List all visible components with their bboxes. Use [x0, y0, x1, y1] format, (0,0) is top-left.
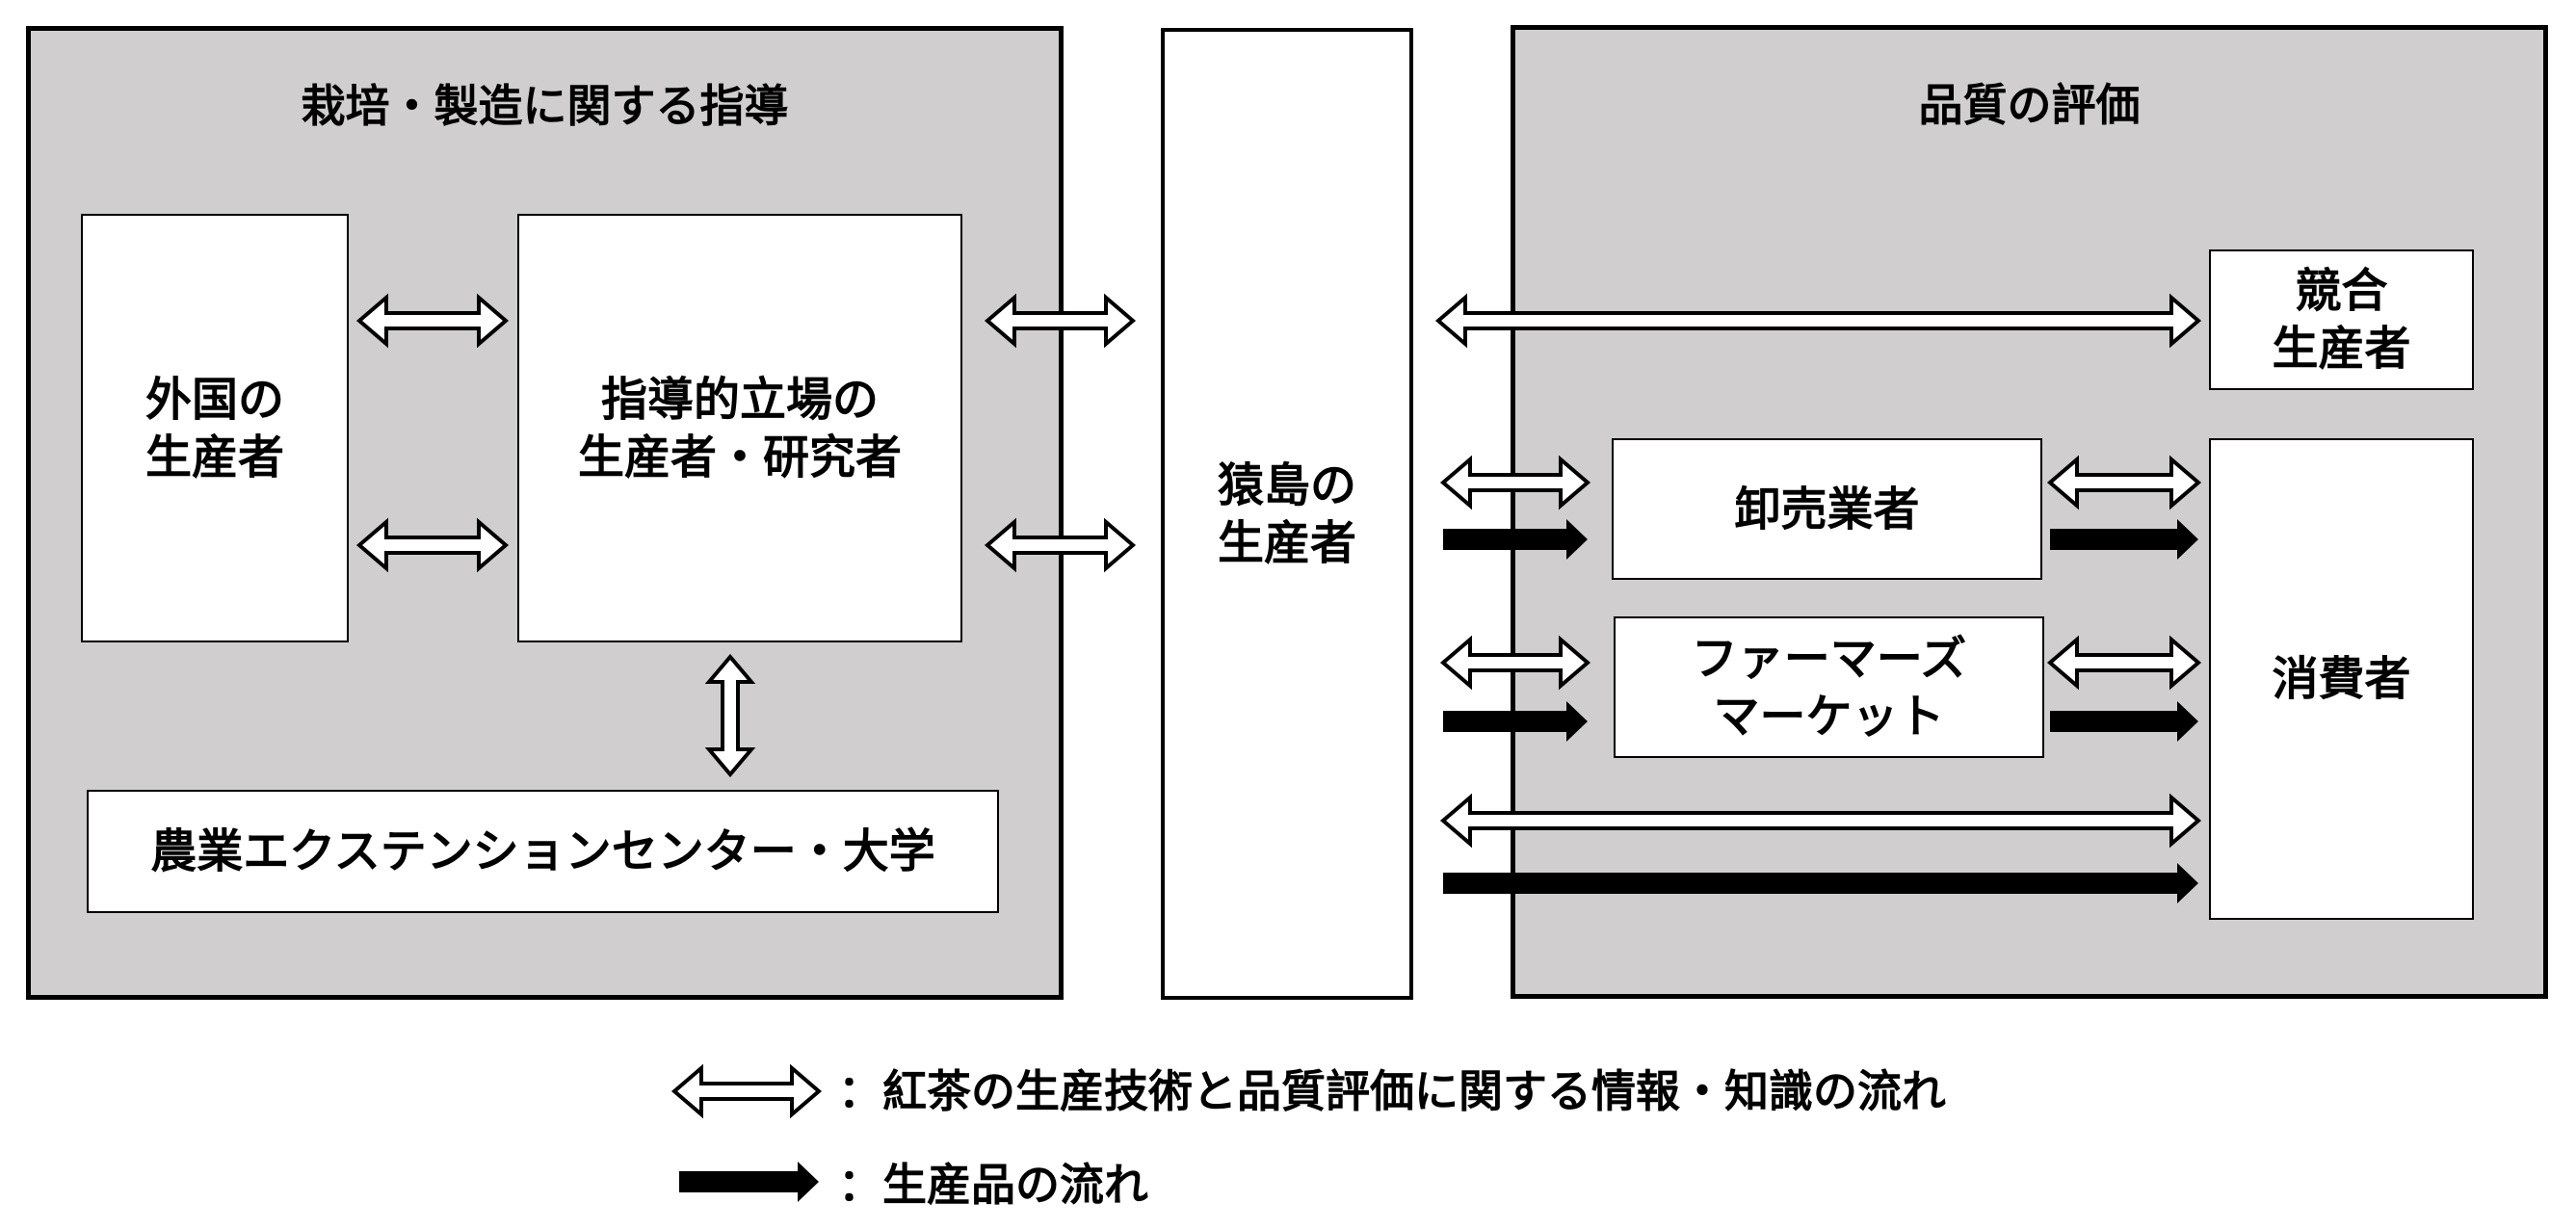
arrow-wholesalers-consumers-info — [2046, 455, 2202, 510]
competing-producers-box: 競合 生産者 — [2209, 249, 2474, 390]
arrow-foreign-leading-bottom — [355, 517, 510, 573]
arrow-wholesalers-consumers-product — [2050, 519, 2198, 560]
extension-center-box: 農業エクステンションセンター・大学 — [87, 790, 999, 913]
leading-producers-box: 指導的立場の 生産者・研究者 — [517, 214, 962, 642]
legend-product-flow-text: ：生産品の流れ — [838, 1159, 1148, 1211]
arrow-sarushima-consumers-product — [1443, 863, 2198, 903]
legend-info-flow-arrow — [670, 1063, 823, 1119]
arrow-market-consumers-info — [2046, 635, 2202, 691]
legend-product-flow-arrow — [679, 1162, 819, 1202]
arrow-sarushima-market-info — [1439, 635, 1591, 691]
legend-info-flow-text: ：紅茶の生産技術と品質評価に関する情報・知識の流れ — [838, 1065, 1946, 1117]
arrow-sarushima-wholesalers-product — [1443, 519, 1588, 560]
arrow-sarushima-competing — [1434, 293, 2202, 349]
arrow-foreign-leading-top — [355, 293, 510, 349]
farmers-market-box: ファーマーズ マーケット — [1614, 616, 2044, 758]
arrow-leading-sarushima-top — [984, 293, 1137, 349]
arrow-sarushima-consumers-info — [1439, 793, 2202, 849]
wholesalers-box: 卸売業者 — [1612, 438, 2042, 580]
foreign-producers-box: 外国の 生産者 — [81, 214, 349, 642]
sarushima-producers-box: 猿島の 生産者 — [1161, 28, 1413, 1000]
arrow-leading-extension — [704, 653, 756, 778]
arrow-market-consumers-product — [2050, 701, 2198, 742]
consumers-box: 消費者 — [2209, 438, 2474, 920]
right-panel-title: 品質の評価 — [1918, 79, 2141, 131]
left-panel-title: 栽培・製造に関する指導 — [301, 80, 789, 132]
arrow-sarushima-market-product — [1443, 701, 1588, 742]
arrow-sarushima-wholesalers-info — [1439, 455, 1591, 510]
arrow-leading-sarushima-bottom — [984, 517, 1137, 573]
